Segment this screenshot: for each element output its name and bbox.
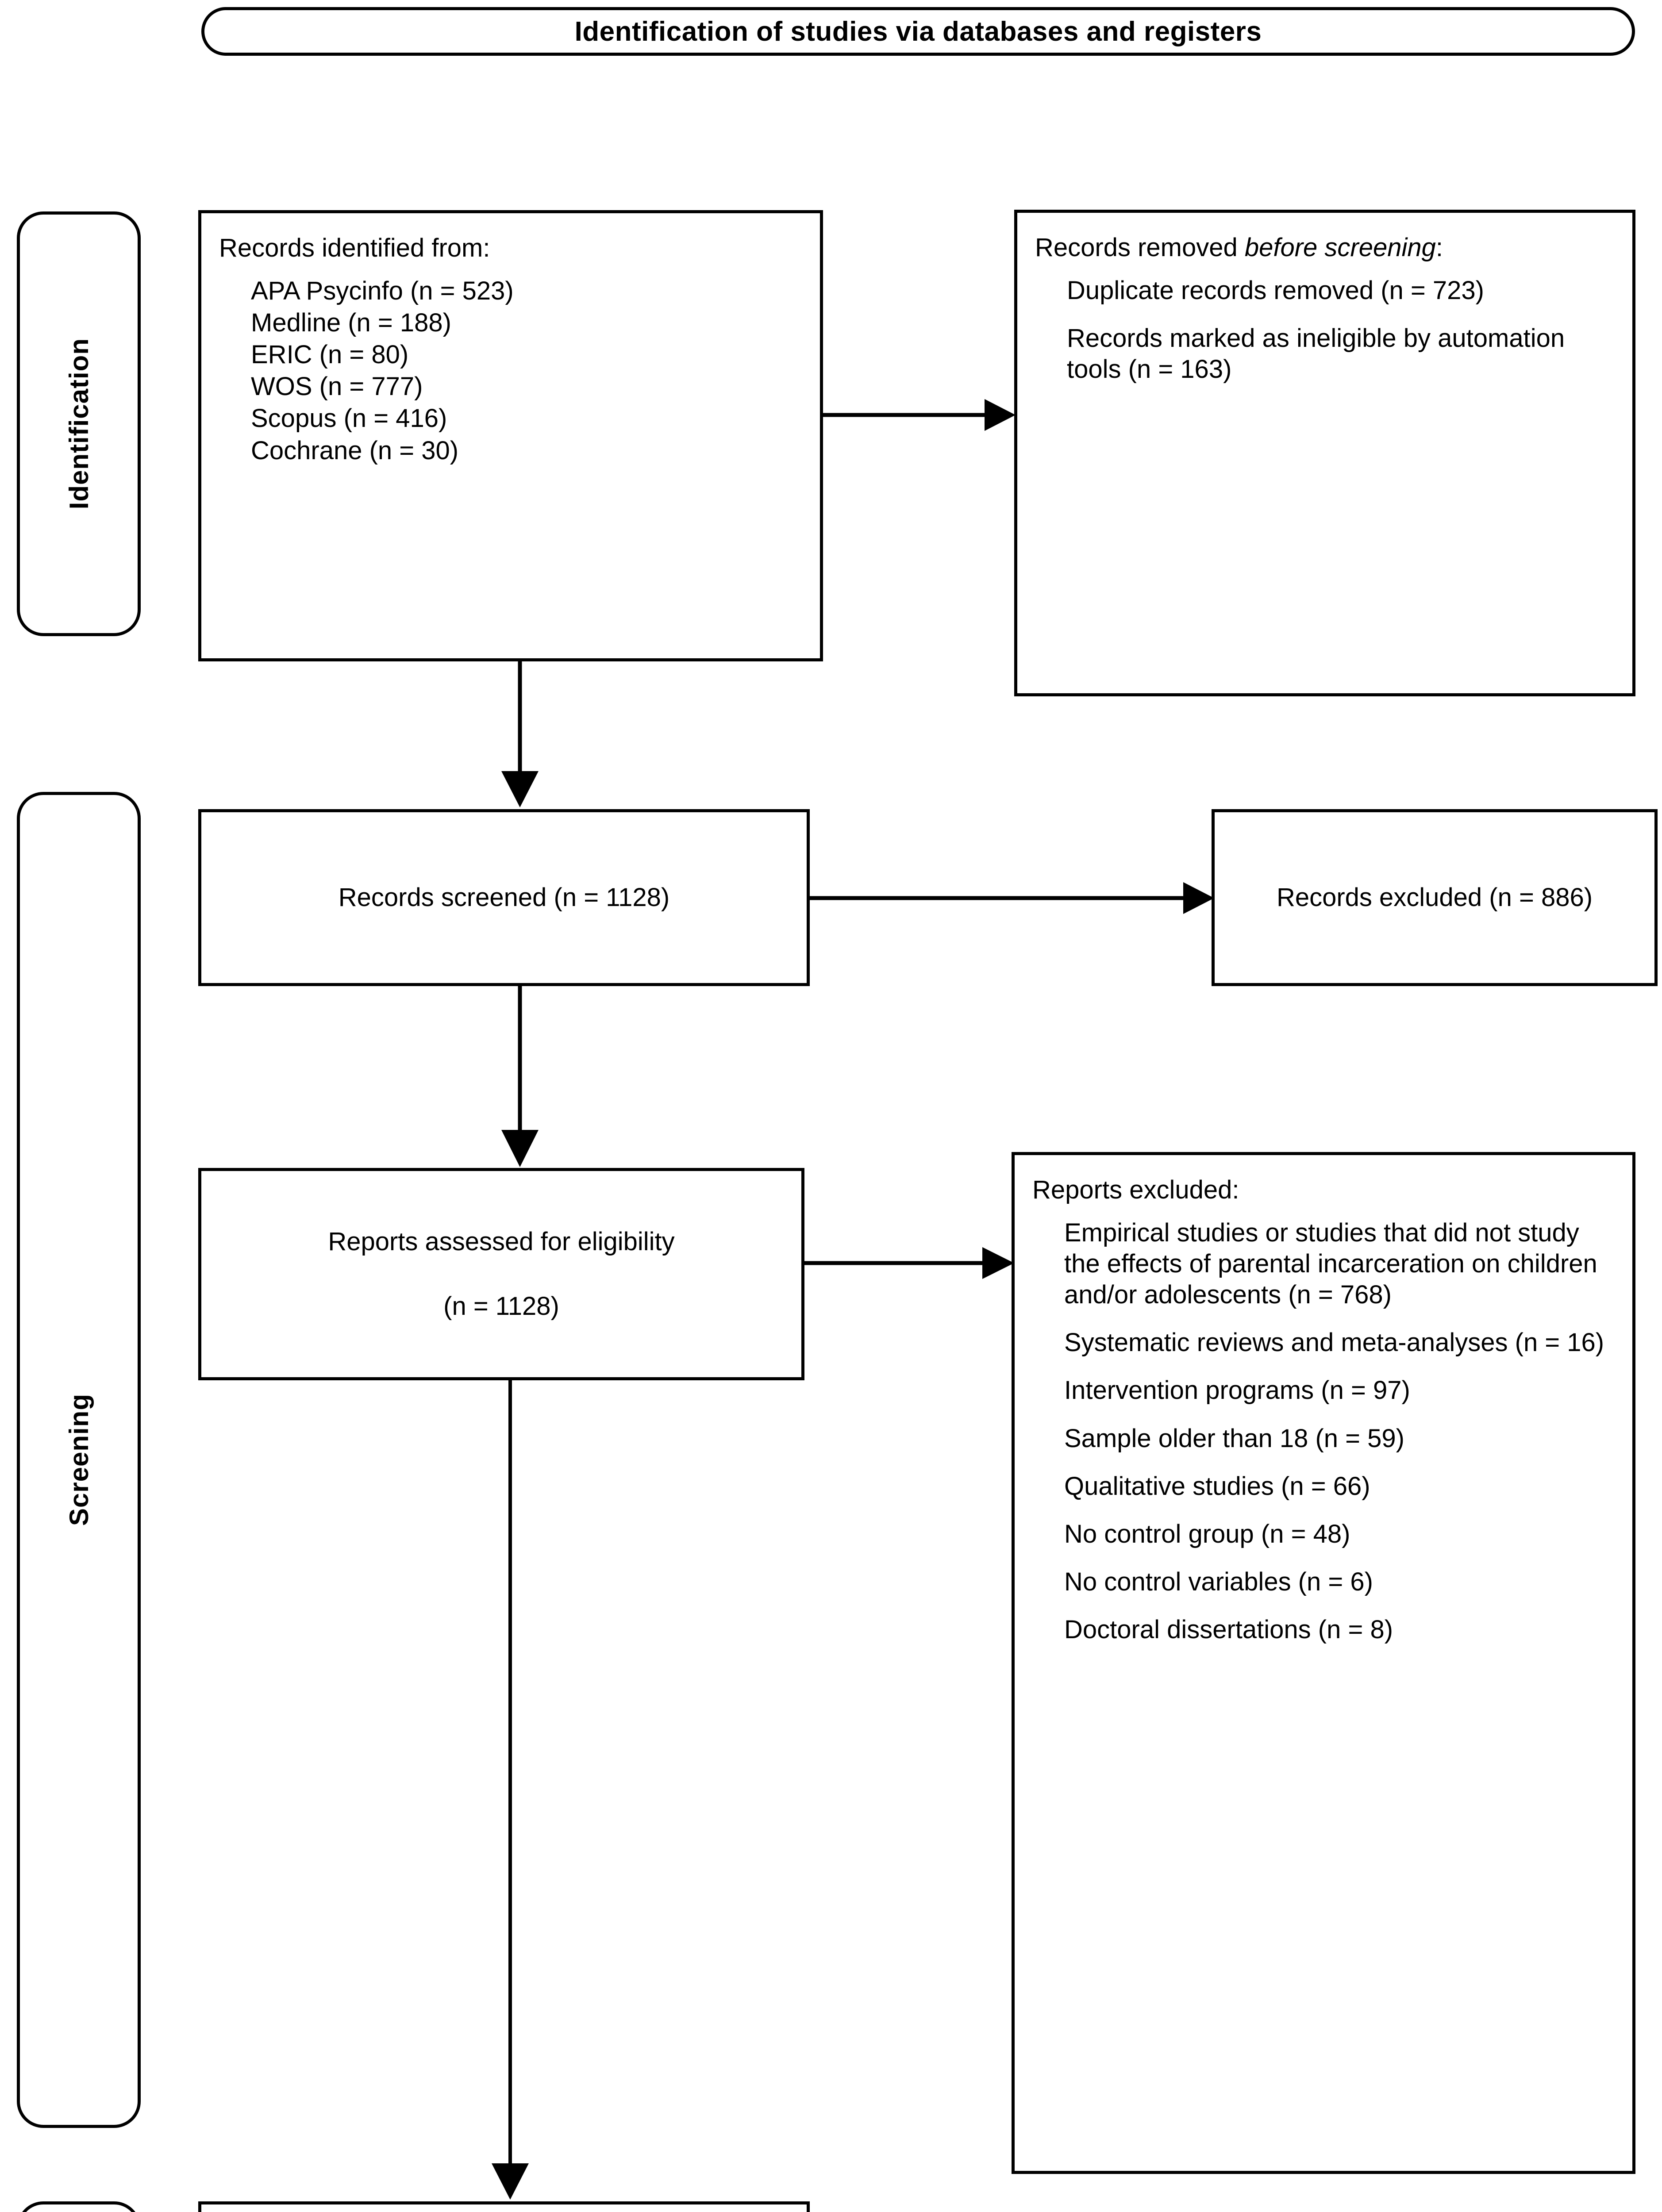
arrow-assessed-to-studies-included (477, 1379, 543, 2202)
box-reports-excluded: Reports excluded: Empirical studies or s… (1012, 1152, 1635, 2174)
list-item: Medline (n = 188) (251, 308, 451, 337)
list-item: Empirical studies or studies that did no… (1064, 1218, 1597, 1310)
reports-assessed-line1: Reports assessed for eligibility (328, 1227, 675, 1256)
stage-label-identification: Identification (64, 338, 94, 510)
list-item: Sample older than 18 (n = 59) (1064, 1424, 1404, 1453)
list-item: No control variables (n = 6) (1064, 1567, 1373, 1597)
reports-excluded-lead: Reports excluded: (1032, 1175, 1239, 1204)
records-excluded-text: Records excluded (n = 886) (1276, 883, 1593, 912)
records-removed-lead: Records removed before screening: (1035, 232, 1615, 264)
box-studies-included-in-review: Studies included in review (n = 61) (198, 2201, 810, 2212)
box-records-identified: Records identified from: APA Psycinfo (n… (198, 210, 823, 661)
stage-sidebar-included: Included (17, 2201, 141, 2212)
box-records-removed-before-screening: Records removed before screening: Duplic… (1014, 210, 1635, 696)
reports-excluded-reason-list: Empirical studies or studies that did no… (1032, 1217, 1615, 1663)
list-item: ERIC (n = 80) (251, 340, 409, 369)
arrow-screened-to-excluded (809, 876, 1216, 920)
list-item: Qualitative studies (n = 66) (1064, 1471, 1370, 1501)
list-item: No control group (n = 48) (1064, 1519, 1350, 1548)
records-removed-lead-part1: Records removed (1035, 233, 1245, 262)
list-item: Scopus (n = 416) (251, 404, 447, 433)
list-item: Intervention programs (n = 97) (1064, 1376, 1410, 1405)
list-item: Cochrane (n = 30) (251, 436, 459, 465)
reports-assessed-line2: (n = 1128) (443, 1292, 559, 1321)
arrow-identified-to-removed (822, 393, 1016, 437)
list-item: Systematic reviews and meta-analyses (n … (1064, 1328, 1604, 1357)
stage-sidebar-screening: Screening (17, 792, 141, 2128)
diagram-header-banner: Identification of studies via databases … (201, 7, 1635, 56)
box-records-screened: Records screened (n = 1128) (198, 809, 810, 986)
list-item: APA Psycinfo (n = 523) (251, 276, 514, 305)
records-removed-reason-list: Duplicate records removed (n = 723) Reco… (1035, 275, 1615, 402)
list-item: Records marked as ineligible by automati… (1067, 323, 1565, 384)
records-identified-source-list: APA Psycinfo (n = 523) Medline (n = 188)… (219, 276, 802, 467)
arrow-screened-to-assessed (487, 986, 553, 1171)
box-reports-assessed-for-eligibility: Reports assessed for eligibility (n = 11… (198, 1168, 804, 1380)
stage-label-screening: Screening (64, 1394, 94, 1526)
stage-sidebar-identification: Identification (17, 211, 141, 636)
list-item: Doctoral dissertations (n = 8) (1064, 1615, 1393, 1644)
list-item: WOS (n = 777) (251, 372, 423, 401)
box-records-excluded: Records excluded (n = 886) (1212, 809, 1658, 986)
diagram-title: Identification of studies via databases … (574, 16, 1262, 47)
records-identified-lead: Records identified from: (219, 234, 490, 262)
records-screened-text: Records screened (n = 1128) (338, 883, 670, 912)
list-item: Duplicate records removed (n = 723) (1067, 276, 1484, 305)
arrow-assessed-to-reports-excluded (804, 1241, 1016, 1285)
arrow-identified-to-screened (487, 661, 553, 812)
records-removed-lead-part2: : (1435, 233, 1443, 262)
records-removed-lead-italic: before screening (1244, 233, 1436, 262)
